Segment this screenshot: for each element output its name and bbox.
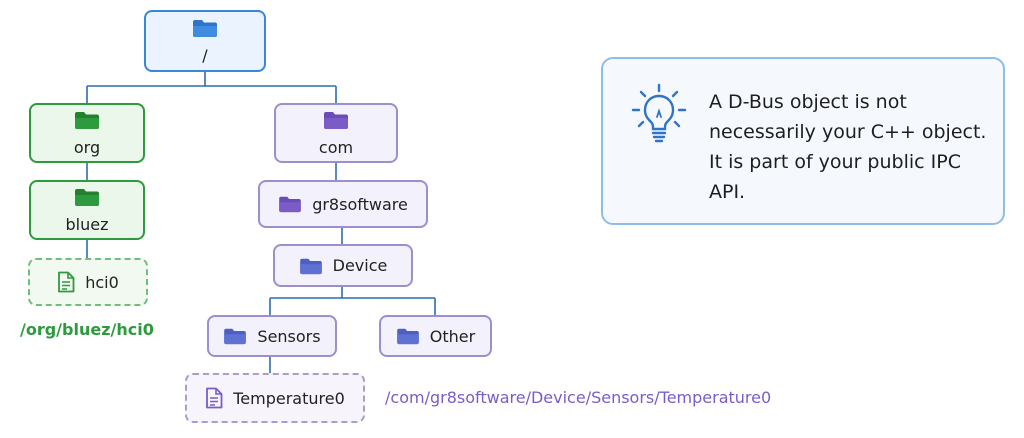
folder-icon	[75, 111, 99, 129]
folder-icon	[75, 188, 99, 206]
folder-icon	[279, 196, 301, 213]
node-root-label: /	[202, 45, 208, 65]
node-sensors[interactable]: Sensors	[207, 315, 337, 357]
node-org-label: org	[73, 137, 101, 157]
folder-icon	[224, 328, 247, 345]
folder-icon	[193, 19, 217, 37]
node-hci0-label: hci0	[85, 272, 119, 292]
file-icon	[58, 271, 75, 293]
node-hci0[interactable]: hci0	[28, 258, 148, 306]
node-org[interactable]: org	[29, 103, 145, 163]
node-temperature0[interactable]: Temperature0	[185, 373, 365, 423]
note-box: A D-Bus object is not necessarily your C…	[601, 57, 1005, 225]
node-bluez-label: bluez	[65, 214, 109, 234]
folder-icon	[396, 328, 419, 345]
node-temperature0-label: Temperature0	[233, 388, 345, 408]
node-bluez[interactable]: bluez	[29, 180, 145, 240]
hci0-object-path: /org/bluez/hci0	[20, 320, 154, 339]
folder-icon	[299, 258, 322, 274]
node-gr8software[interactable]: gr8software	[258, 180, 428, 228]
node-other[interactable]: Other	[379, 315, 492, 357]
connector-device-children	[269, 287, 436, 315]
folder-icon	[324, 111, 348, 129]
note-text: A D-Bus object is not necessarily your C…	[709, 91, 987, 203]
node-device[interactable]: Device	[273, 244, 413, 287]
node-com[interactable]: com	[274, 103, 398, 163]
connector-root	[86, 72, 337, 103]
node-root[interactable]: /	[144, 10, 266, 72]
node-sensors-label: Sensors	[257, 326, 321, 346]
node-gr8software-label: gr8software	[312, 194, 408, 214]
lightbulb-icon	[631, 83, 687, 143]
temperature0-object-path: /com/gr8software/Device/Sensors/Temperat…	[385, 388, 772, 407]
node-com-label: com	[318, 137, 354, 157]
node-other-label: Other	[429, 326, 476, 346]
file-icon	[206, 387, 223, 409]
node-device-label: Device	[332, 256, 388, 275]
